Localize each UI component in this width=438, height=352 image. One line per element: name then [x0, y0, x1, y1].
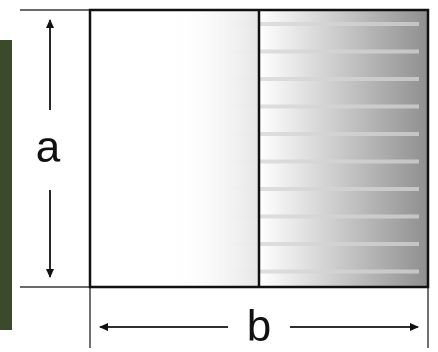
right-stripe: [259, 49, 419, 54]
dimension-a-label: a: [36, 123, 61, 172]
left-stripe: [150, 242, 259, 246]
right-stripe: [259, 104, 419, 109]
left-stripe: [150, 22, 259, 26]
right-stripe: [259, 214, 419, 219]
panel-stripes: [150, 22, 419, 274]
right-stripe: [259, 132, 419, 136]
left-stripe: [150, 159, 259, 164]
left-stripe: [150, 269, 259, 274]
background-photo-strip: [0, 40, 12, 330]
left-stripe: [150, 214, 259, 219]
left-panel-fade: [90, 10, 259, 287]
left-stripe: [150, 49, 259, 54]
right-stripe: [259, 187, 419, 191]
left-stripe: [150, 104, 259, 109]
right-shaded-panel: [259, 10, 428, 287]
right-stripe: [259, 159, 419, 164]
dimension-b-label: b: [247, 302, 271, 351]
right-stripe: [259, 22, 419, 26]
left-stripe: [150, 187, 259, 191]
right-stripe: [259, 77, 419, 81]
right-stripe: [259, 269, 419, 274]
left-stripe: [150, 77, 259, 81]
left-stripe: [150, 132, 259, 136]
right-stripe: [259, 242, 419, 246]
